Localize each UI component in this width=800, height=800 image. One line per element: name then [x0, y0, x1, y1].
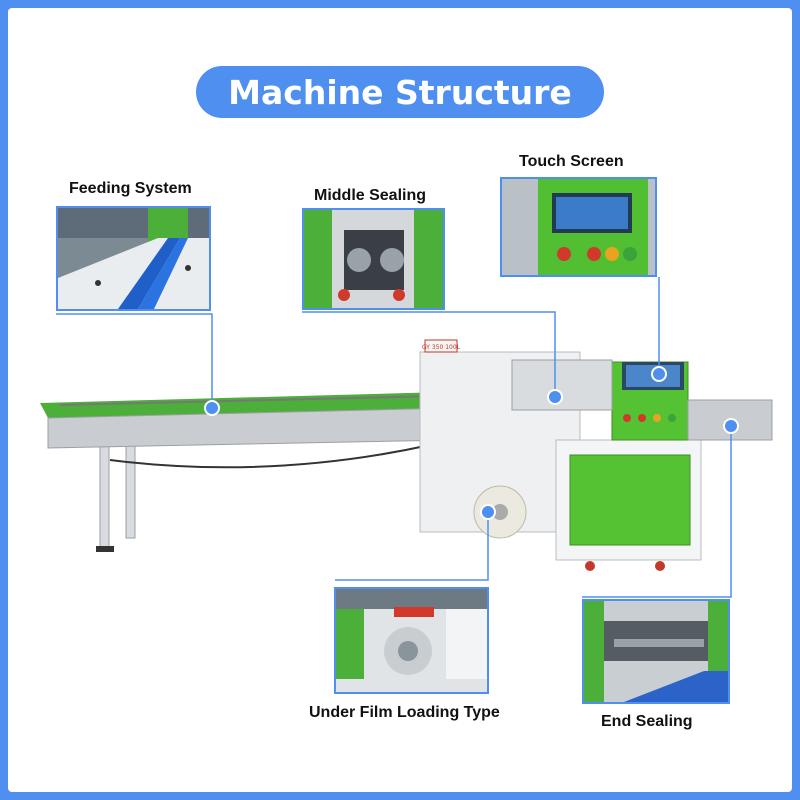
touch-screen-photo	[502, 179, 655, 275]
thumb-middle-sealing	[302, 208, 445, 310]
label-end-sealing: End Sealing	[601, 713, 693, 730]
machine-body: GY 350 100L	[419, 339, 702, 561]
under-film-photo	[336, 589, 487, 692]
middle-sealing-photo	[304, 210, 443, 308]
conveyor-legs	[96, 431, 430, 552]
wheel	[585, 561, 595, 571]
feeding-conveyor	[40, 392, 453, 469]
machine-sign: GY 350 100L	[422, 344, 461, 351]
thumb-under-film-loading	[334, 587, 489, 694]
callout-dots	[204, 366, 739, 520]
label-middle-sealing: Middle Sealing	[314, 187, 427, 204]
label-touch-screen: Touch Screen	[519, 153, 624, 170]
wheel	[655, 561, 665, 571]
thumb-feeding-system	[56, 206, 211, 311]
thumb-touch-screen	[500, 177, 657, 277]
feeding-system-photo	[58, 208, 209, 309]
label-feeding-system: Feeding System	[69, 180, 192, 197]
callout-lines	[56, 277, 732, 598]
page-title: Machine Structure	[196, 66, 604, 118]
thumb-end-sealing	[582, 599, 730, 704]
end-sealing-photo	[584, 601, 728, 702]
label-under-film-loading: Under Film Loading Type	[309, 704, 500, 721]
